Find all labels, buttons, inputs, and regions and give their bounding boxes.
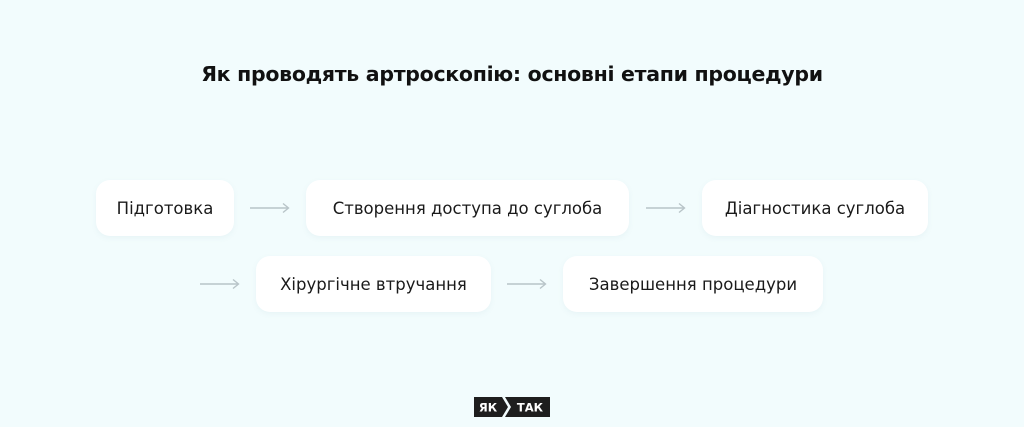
step-joint-access: Створення доступа до суглоба xyxy=(306,180,629,236)
arrow-right-icon xyxy=(250,202,290,214)
step-preparation: Підготовка xyxy=(96,180,234,236)
logo-right-text: ТАК xyxy=(517,401,544,415)
arrow-right-icon xyxy=(646,202,686,214)
arrow-right-icon xyxy=(200,278,240,290)
step-joint-diagnostics: Діагностика суглоба xyxy=(702,180,928,236)
arrow-right-icon xyxy=(507,278,547,290)
step-surgical-intervention: Хірургічне втручання xyxy=(256,256,491,312)
yak-tak-logo: ЯК ТАК xyxy=(474,397,550,417)
logo-left-text: ЯК xyxy=(479,401,498,415)
step-procedure-completion: Завершення процедури xyxy=(563,256,823,312)
diagram-title: Як проводять артроскопію: основні етапи … xyxy=(201,62,823,86)
